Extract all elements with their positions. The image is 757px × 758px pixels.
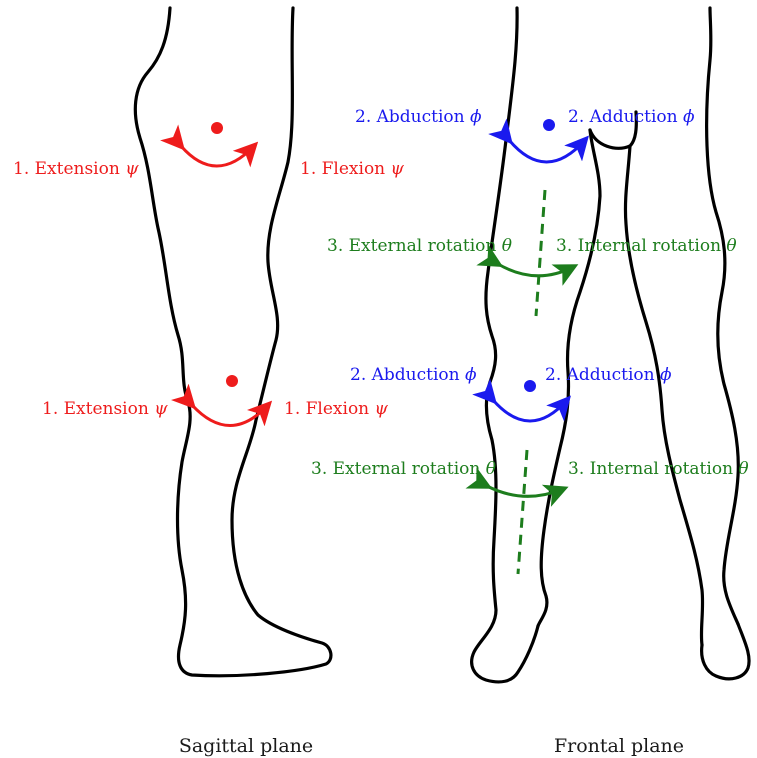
frontal-hip-rotation-arrow [498, 264, 573, 276]
sagittal-knee-flexion-label: 1. Flexion ψ [284, 399, 389, 419]
frontal-knee-adduction-symbol: ϕ [660, 365, 672, 385]
sagittal-knee-flexion-symbol: ψ [375, 399, 389, 419]
sagittal-hip-flexion-text: 1. Flexion [300, 159, 385, 179]
frontal-hip-external-rotation-symbol: θ [502, 236, 512, 256]
frontal-knee-joint: 2. Abduction ϕ 2. Adduction ϕ 3. Externa… [311, 365, 749, 574]
frontal-hip-internal-rotation-text: 3. Internal rotation [556, 236, 721, 256]
sagittal-hip-extension-label: 1. Extension ψ [13, 159, 139, 179]
frontal-hip-internal-rotation-symbol: θ [726, 236, 736, 256]
sagittal-knee-center-marker [226, 375, 238, 387]
frontal-hip-external-rotation-label: 3. External rotation θ [327, 236, 512, 256]
frontal-hip-internal-rotation-label: 3. Internal rotation θ [556, 236, 737, 256]
frontal-knee-internal-rotation-label: 3. Internal rotation θ [568, 459, 749, 479]
frontal-knee-rotation-axis [518, 450, 527, 574]
frontal-hip-adduction-text: 2. Adduction [568, 107, 678, 127]
sagittal-leg-outline [135, 8, 331, 676]
frontal-hip-rotation-axis [536, 190, 545, 316]
frontal-knee-adduction-text: 2. Adduction [545, 365, 655, 385]
frontal-knee-external-rotation-text: 3. External rotation [311, 459, 480, 479]
frontal-hip-abduction-arrow [509, 140, 585, 162]
sagittal-leg-back-contour [135, 8, 331, 676]
sagittal-hip-extension-text: 1. Extension [13, 159, 120, 179]
sagittal-hip-center-marker [211, 122, 223, 134]
sagittal-knee-extension-symbol: ψ [154, 399, 168, 419]
frontal-right-foot-contour [702, 624, 749, 679]
frontal-hip-joint: 2. Abduction ϕ 2. Adduction ϕ 3. Externa… [327, 107, 737, 316]
sagittal-knee-flexion-text: 1. Flexion [284, 399, 369, 419]
sagittal-plane-caption: Sagittal plane [179, 735, 313, 757]
frontal-plane-caption: Frontal plane [554, 735, 684, 757]
sagittal-hip-rotation-arrow [181, 146, 254, 166]
frontal-hip-center-marker [543, 119, 555, 131]
frontal-hip-external-rotation-text: 3. External rotation [327, 236, 496, 256]
sagittal-hip-flexion-label: 1. Flexion ψ [300, 159, 405, 179]
frontal-knee-abduction-arrow [493, 400, 567, 421]
frontal-knee-external-rotation-label: 3. External rotation θ [311, 459, 496, 479]
frontal-hip-adduction-symbol: ϕ [683, 107, 695, 127]
sagittal-knee-extension-text: 1. Extension [42, 399, 149, 419]
frontal-hip-abduction-label: 2. Abduction ϕ [355, 107, 482, 127]
frontal-right-leg-inner-contour [625, 146, 702, 645]
frontal-knee-center-marker [524, 380, 536, 392]
frontal-knee-adduction-label: 2. Adduction ϕ [545, 365, 672, 385]
sagittal-hip-extension-symbol: ψ [125, 159, 139, 179]
frontal-hip-adduction-label: 2. Adduction ϕ [568, 107, 695, 127]
sagittal-knee-extension-label: 1. Extension ψ [42, 399, 168, 419]
frontal-hip-abduction-text: 2. Abduction [355, 107, 465, 127]
frontal-knee-internal-rotation-text: 3. Internal rotation [568, 459, 733, 479]
frontal-knee-abduction-text: 2. Abduction [350, 365, 460, 385]
sagittal-knee-joint: 1. Extension ψ 1. Flexion ψ [42, 375, 389, 426]
sagittal-hip-flexion-symbol: ψ [391, 159, 405, 179]
sagittal-hip-joint: 1. Extension ψ 1. Flexion ψ [13, 122, 405, 179]
frontal-left-leg-outer-contour [472, 8, 538, 682]
frontal-knee-abduction-symbol: ϕ [465, 365, 477, 385]
frontal-knee-internal-rotation-symbol: θ [738, 459, 748, 479]
frontal-hip-abduction-symbol: ϕ [470, 107, 482, 127]
frontal-right-leg-outer-contour [707, 8, 739, 624]
frontal-knee-abduction-label: 2. Abduction ϕ [350, 365, 477, 385]
frontal-knee-external-rotation-symbol: θ [486, 459, 496, 479]
